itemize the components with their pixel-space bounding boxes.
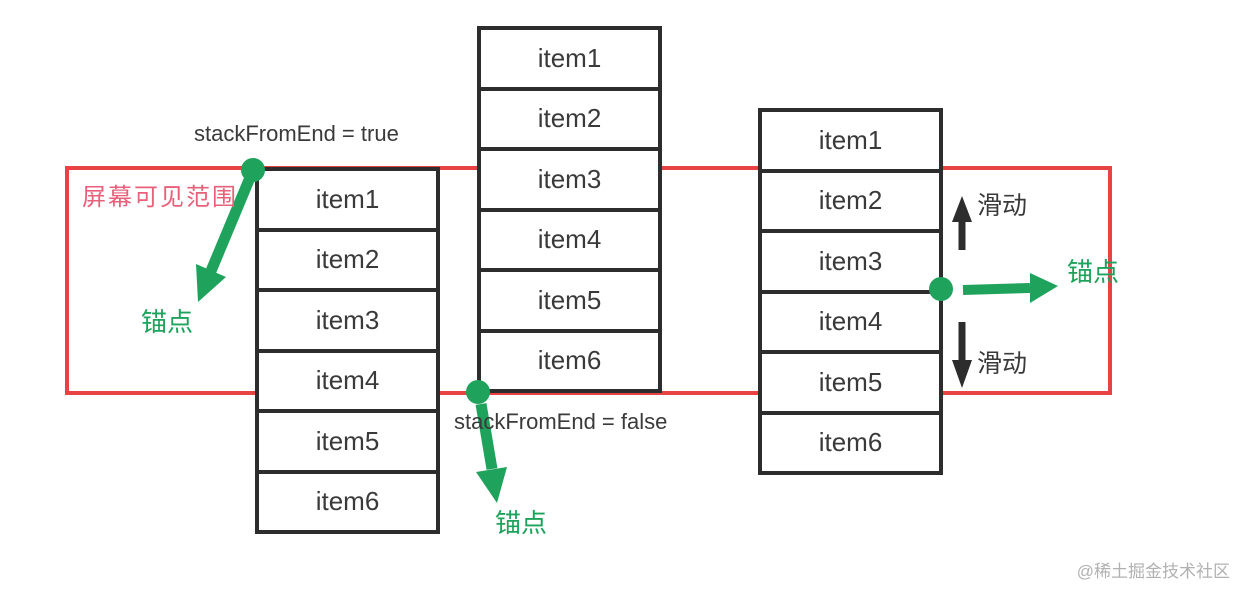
list-item: item5 [259, 409, 436, 470]
list-item: item1 [537, 42, 602, 73]
list-item: item1 [818, 124, 883, 155]
list-item: item1 [315, 183, 380, 214]
anchor-label-left: 锚点 [141, 307, 194, 337]
list-stack-from-end-false: item1 item2 item3 item4 item5 item6 [477, 26, 662, 393]
list-item: item5 [481, 268, 658, 329]
list-item: item5 [762, 350, 939, 411]
list-item: item2 [259, 227, 436, 289]
list-item: item3 [259, 288, 436, 349]
list-item: item6 [762, 410, 939, 472]
slide-up-label: 滑动 [977, 192, 1028, 220]
list-scrolling: item1 item2 item3 item4 item5 item6 [758, 108, 943, 475]
list-item: item6 [259, 469, 436, 531]
list-item: item2 [481, 86, 658, 148]
list-item: item4 [762, 289, 939, 351]
list-stack-from-end-true: item1 item2 item3 item4 item5 item6 [255, 167, 440, 534]
stack-from-end-true-label: stackFromEnd = true [194, 121, 399, 146]
anchor-label-middle: 锚点 [495, 508, 548, 538]
list-item: item2 [762, 168, 939, 230]
list-item: item4 [259, 348, 436, 410]
slide-down-label: 滑动 [977, 350, 1028, 378]
list-item: item3 [481, 147, 658, 208]
anchor-label-right: 锚点 [1067, 257, 1120, 287]
visible-range-label: 屏幕可见范围 [82, 184, 238, 211]
list-item: item6 [481, 328, 658, 390]
list-item: item4 [481, 207, 658, 269]
list-item: item3 [762, 229, 939, 290]
stack-from-end-false-label: stackFromEnd = false [454, 409, 668, 434]
watermark: @稀土掘金技术社区 [1076, 562, 1230, 581]
